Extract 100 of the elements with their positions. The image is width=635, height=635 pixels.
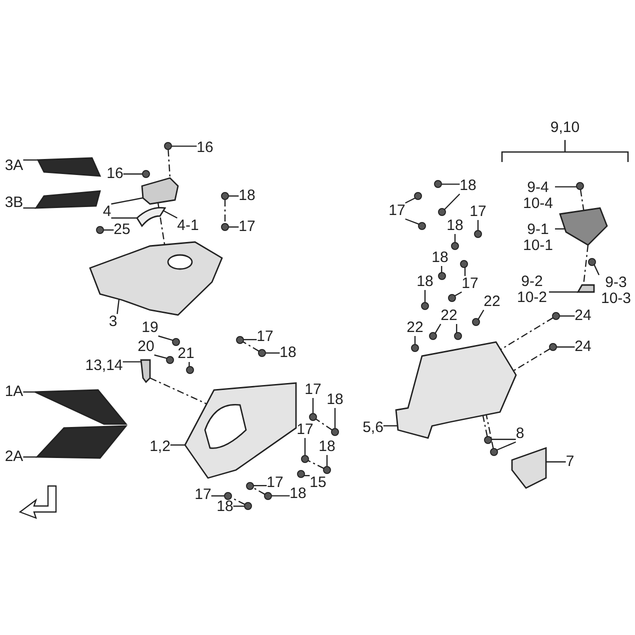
decal-drawing <box>36 157 102 177</box>
leader-line <box>594 264 600 276</box>
fastener-icon <box>297 470 305 478</box>
leader-line <box>442 184 460 185</box>
callout-number: 17 <box>194 487 212 503</box>
callout-number: 18 <box>290 486 306 502</box>
leader-line <box>477 220 479 230</box>
leader-line <box>23 391 35 393</box>
clip-drawing <box>140 359 151 384</box>
fastener-icon <box>472 318 480 326</box>
fastener-icon <box>438 272 446 280</box>
fastener-icon <box>142 170 150 178</box>
callout-number: 3 <box>108 314 118 330</box>
leader-line <box>312 398 314 414</box>
callout-number: 13,14 <box>85 358 123 374</box>
leader-line <box>122 361 142 362</box>
fastener-icon <box>264 492 272 500</box>
callout-number: 18 <box>326 392 344 408</box>
cover-strip-drawing <box>136 207 166 227</box>
fastener-icon <box>549 343 557 351</box>
callout-number: 1,2 <box>150 439 170 455</box>
assembly-guide-line <box>157 202 166 245</box>
fastener-icon <box>438 208 446 216</box>
callout-number: 21 <box>178 346 194 362</box>
leader-line <box>111 217 137 219</box>
callout-number: 1A <box>4 384 24 400</box>
callout-number: 20 <box>138 339 154 355</box>
floor-panel-drawing <box>395 341 517 439</box>
fastener-icon <box>448 294 456 302</box>
fastener-icon <box>186 366 194 374</box>
fastener-icon <box>588 258 596 266</box>
bracket-part-drawing <box>141 177 179 205</box>
assembly-guide-line <box>316 418 332 430</box>
fastener-icon <box>429 332 437 340</box>
callout-number: 18 <box>238 188 256 204</box>
leader-line <box>424 290 426 302</box>
fastener-icon <box>221 223 229 231</box>
callout-number: 17 <box>470 204 486 220</box>
callout-number: 17 <box>266 475 284 491</box>
fastener-icon <box>460 260 468 268</box>
fastener-icon <box>221 192 229 200</box>
callout-number: 9-4 10-4 <box>521 180 555 212</box>
leader-line <box>326 455 328 466</box>
callout-number: 4 <box>102 204 112 220</box>
callout-number: 16 <box>196 140 214 156</box>
leader-line <box>491 438 516 440</box>
callout-number: 18 <box>432 250 448 266</box>
leader-line <box>272 495 290 496</box>
callout-number: 4-1 <box>177 218 199 234</box>
leader-line <box>116 299 120 314</box>
fastener-icon <box>224 492 232 500</box>
leader-line <box>111 197 144 205</box>
fastener-icon <box>421 302 429 310</box>
callout-number: 17 <box>304 382 322 398</box>
leader-line <box>454 291 462 296</box>
leader-line <box>304 438 306 456</box>
fastener-icon <box>323 466 331 474</box>
fastener-icon <box>301 455 309 463</box>
callout-number: 9-2 10-2 <box>515 274 549 306</box>
decal-drawing <box>34 389 128 425</box>
leader-line <box>556 346 575 348</box>
leader-line <box>211 495 224 496</box>
fastener-icon <box>490 448 498 456</box>
callout-number: 19 <box>142 320 158 336</box>
fastener-icon <box>244 502 252 510</box>
footrest-plate-drawing <box>559 207 608 246</box>
callout-number: 24 <box>574 308 592 324</box>
fastener-icon <box>451 242 459 250</box>
fastener-icon <box>164 142 172 150</box>
assembly-guide-line <box>580 189 584 210</box>
leader-line <box>172 146 197 147</box>
callout-number: 18 <box>416 274 434 290</box>
leader-line <box>104 229 114 231</box>
leader-line <box>555 228 565 230</box>
callout-number: 16 <box>106 166 124 182</box>
leader-line <box>244 339 257 340</box>
assembly-guide-line <box>513 348 550 372</box>
leader-line <box>496 441 516 451</box>
leader-line <box>478 310 484 320</box>
leader-line <box>23 456 37 458</box>
footrest-bracket-drawing <box>576 284 595 293</box>
callout-number: 17 <box>256 329 274 345</box>
callout-number: 17 <box>296 422 314 438</box>
leader-line <box>188 362 190 367</box>
leader-line <box>228 226 239 228</box>
assembly-guide-line <box>308 460 324 469</box>
leader-line <box>163 210 178 219</box>
callout-number: 7 <box>566 454 574 470</box>
callout-number: 18 <box>280 345 296 361</box>
callout-number: 3A <box>4 158 24 174</box>
leader-line <box>154 354 168 359</box>
leader-line <box>546 461 566 462</box>
fastener-icon <box>434 180 442 188</box>
callout-number: 22 <box>440 308 458 324</box>
decal-drawing <box>35 425 128 459</box>
fastener-icon <box>418 222 426 230</box>
callout-number: 18 <box>460 178 476 194</box>
leader-line <box>560 315 575 317</box>
leader-line <box>170 444 185 446</box>
leader-line <box>555 186 577 188</box>
